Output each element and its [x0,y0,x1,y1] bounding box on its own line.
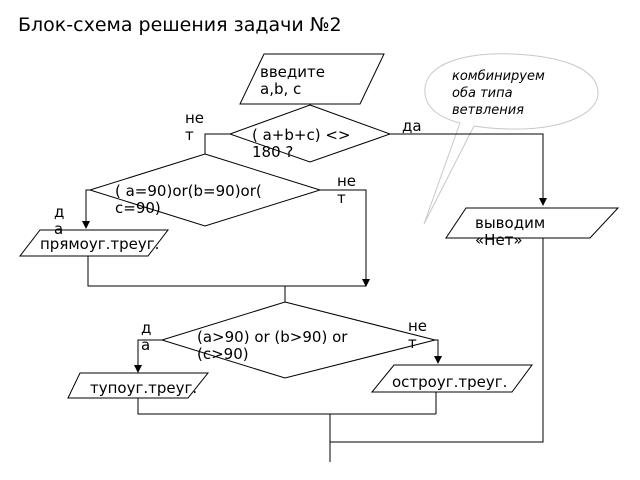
out-acute-block [370,364,533,393]
out-obtuse-block [67,372,210,399]
out-no-block [445,207,620,239]
decision3-diamond [160,301,436,379]
decision1-label: ( a+b+c) <> 180 ? [252,126,351,161]
d3-yes-label: д а [141,319,152,354]
out-no-label: выводим «Нет» [475,214,546,249]
diagram-title: Блок-схема решения задачи №2 [18,14,342,36]
d2-no-label: не т [337,172,357,207]
callout-bubble [423,53,599,225]
d1-yes-label: да [402,117,422,135]
decision2-label: ( a=90)or(b=90)or( c=90) [115,182,262,217]
input-block-label: введите a,b, c [260,63,325,98]
d3-no-label: не т [408,317,428,352]
out-right-triangle-block [18,229,170,257]
decision2-diamond [88,153,322,227]
input-block [239,53,385,105]
out-obtuse-label: тупоуг.треуг. [90,379,198,397]
d2-yes-label: д а [54,203,65,238]
callout-note: комбинируем оба типа ветвления [452,69,545,118]
out-acute-label: остроуг.треуг. [392,373,508,391]
d1-no-label: не т [185,109,205,144]
decision3-label: (a>90) or (b>90) or (c>90) [197,328,348,363]
out-right-triangle-label: прямоуг.треуг. [40,235,160,253]
connectors [82,104,547,462]
decision1-diamond [228,104,392,163]
